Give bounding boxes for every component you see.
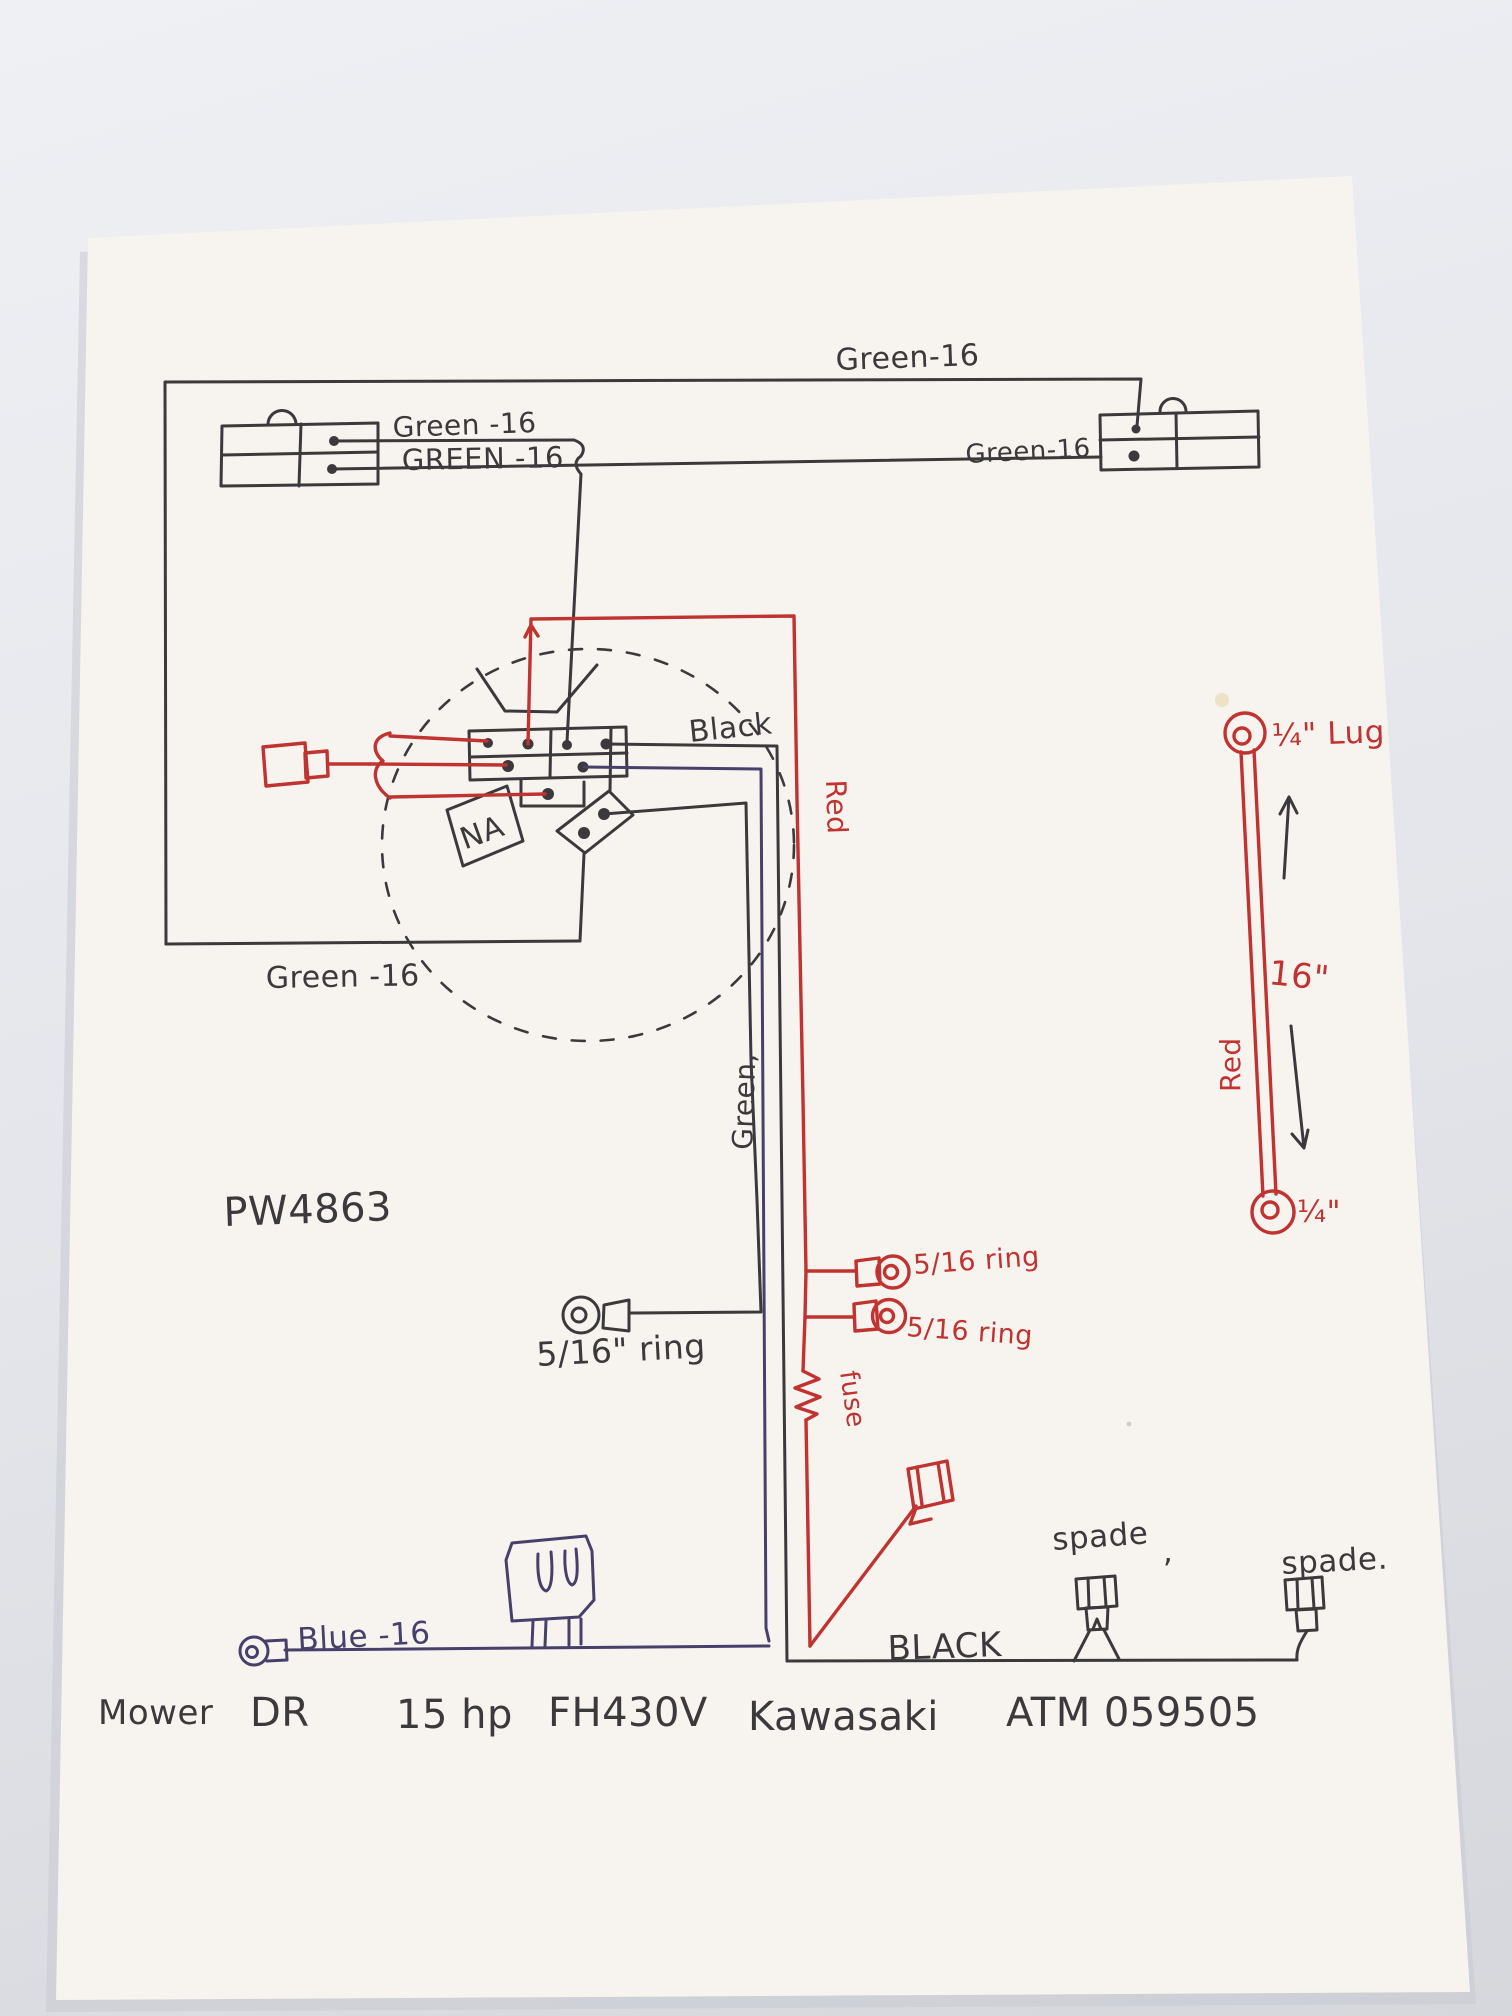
- label-green-caps: GREEN -16: [402, 440, 565, 477]
- red-ring-terminal-2: [870, 1297, 908, 1335]
- footer-title-row: Mower DR 15 hp FH430V Kawasaki ATM 05950…: [98, 1690, 1260, 1740]
- red-connector-brace: [373, 731, 392, 800]
- paper-stain: [1215, 693, 1229, 707]
- label-black-caps: BLACK: [887, 1625, 1004, 1669]
- green-lead-long: [330, 455, 1103, 471]
- footer-mower: Mower: [98, 1693, 213, 1733]
- switch-terminal: [562, 740, 572, 750]
- switch-dashed-outline: [380, 647, 796, 1043]
- label-cable-length: 16": [1267, 953, 1331, 999]
- label-cable-color: Red: [1214, 1037, 1247, 1092]
- green-wire-switch-drop: [578, 852, 586, 943]
- red-lead-top: [388, 734, 489, 743]
- label-black-wire: Black: [687, 706, 774, 750]
- red-harness: [261, 614, 955, 1648]
- label-green-right: Green-16: [965, 433, 1092, 470]
- footer-model: FH430V: [548, 1690, 708, 1736]
- red-battery-cable: [1223, 711, 1310, 1235]
- switch-terminal: [502, 760, 514, 772]
- black-ring-terminal: [561, 1295, 601, 1335]
- plug-prong: [536, 1550, 554, 1593]
- green-lead-hop-drop: [565, 438, 585, 744]
- key-outline: [475, 663, 599, 714]
- spade-right-body: [1283, 1575, 1326, 1612]
- label-spade-left-comma: ,: [1163, 1534, 1173, 1570]
- green-wire-vertical: [561, 801, 763, 1335]
- blue-ring-terminal: [238, 1635, 270, 1667]
- label-lug-top: ¼" Lug: [1271, 714, 1385, 754]
- red-wire-main: [526, 614, 808, 1273]
- label-spade-right: spade.: [1281, 1540, 1389, 1582]
- connector-body: [219, 421, 380, 488]
- lug-bottom: [1250, 1189, 1296, 1235]
- footer-engine: Kawasaki: [748, 1694, 939, 1740]
- label-ring-black: 5/16" ring: [535, 1326, 706, 1374]
- label-blue-wire: Blue -16: [297, 1615, 432, 1658]
- part-number: PW4863: [223, 1184, 393, 1236]
- spade-terminals: [1072, 1574, 1326, 1663]
- green-wire-bottom-run: [164, 939, 581, 946]
- label-green-top-left: Green -16: [392, 406, 537, 444]
- green-wire-top-run: [163, 377, 1143, 946]
- footer-brand: DR: [250, 1690, 310, 1736]
- switch-terminal: [578, 827, 590, 839]
- black-ring-stub: [601, 1298, 631, 1333]
- labels: Green -16 GREEN -16 Green-16 Green-16 Gr…: [223, 338, 1389, 1669]
- green-wire-loop: [163, 377, 1143, 946]
- blue-wire: [238, 765, 771, 1667]
- red-lead-mid: [368, 762, 508, 767]
- footer-power: 15 hp: [396, 1692, 513, 1738]
- footer-serial: ATM 059505: [1006, 1690, 1260, 1736]
- red-diagonal-lead: [808, 1504, 918, 1648]
- connector-tab: [266, 409, 298, 427]
- arrow-down: [1289, 1024, 1310, 1150]
- connector-body: [1098, 409, 1261, 472]
- red-arrow-tick: [523, 623, 540, 639]
- red-spade-connector: [906, 1459, 955, 1511]
- label-green-bottom-left: Green -16: [266, 958, 420, 996]
- spade-left-legs: [1072, 1628, 1121, 1663]
- black-wire: [604, 742, 1299, 1663]
- red-key-plug: [261, 741, 310, 788]
- red-ring-terminal-1: [875, 1254, 911, 1290]
- plug-legs: [530, 1617, 583, 1648]
- arrow-up: [1278, 795, 1299, 880]
- blue-ring-stub: [264, 1638, 289, 1663]
- green-lead-upper: [332, 438, 576, 443]
- black-wire-bottom-run: [785, 1658, 1299, 1663]
- terminal-dot: [1128, 450, 1140, 462]
- connector-top-right: [1098, 397, 1261, 472]
- switch-tilted-terminal-block: [555, 789, 635, 855]
- label-green-vertical: Green,: [726, 1052, 762, 1150]
- connector-tab: [1158, 397, 1188, 414]
- mower-plug: [504, 1534, 596, 1648]
- label-spade-left: spade: [1051, 1515, 1149, 1558]
- paper-speck: [1126, 1421, 1132, 1427]
- label-red-vertical: Red: [819, 779, 854, 835]
- plug-housing: [504, 1534, 596, 1623]
- switch-terminal: [542, 788, 554, 800]
- spade-left-body: [1074, 1574, 1119, 1611]
- label-lug-bottom: ¼": [1297, 1195, 1341, 1230]
- label-green-top: Green-16: [835, 338, 980, 378]
- plug-prong: [563, 1547, 579, 1587]
- red-lead-bottom: [388, 792, 547, 799]
- fuse-symbol: [793, 1369, 822, 1422]
- lug-top: [1223, 711, 1267, 755]
- connector-top-left: [219, 409, 1103, 744]
- spade-right-leg: [1295, 1629, 1309, 1662]
- blue-wire-bottom-run: [283, 1644, 771, 1652]
- terminal-dot: [1131, 424, 1141, 434]
